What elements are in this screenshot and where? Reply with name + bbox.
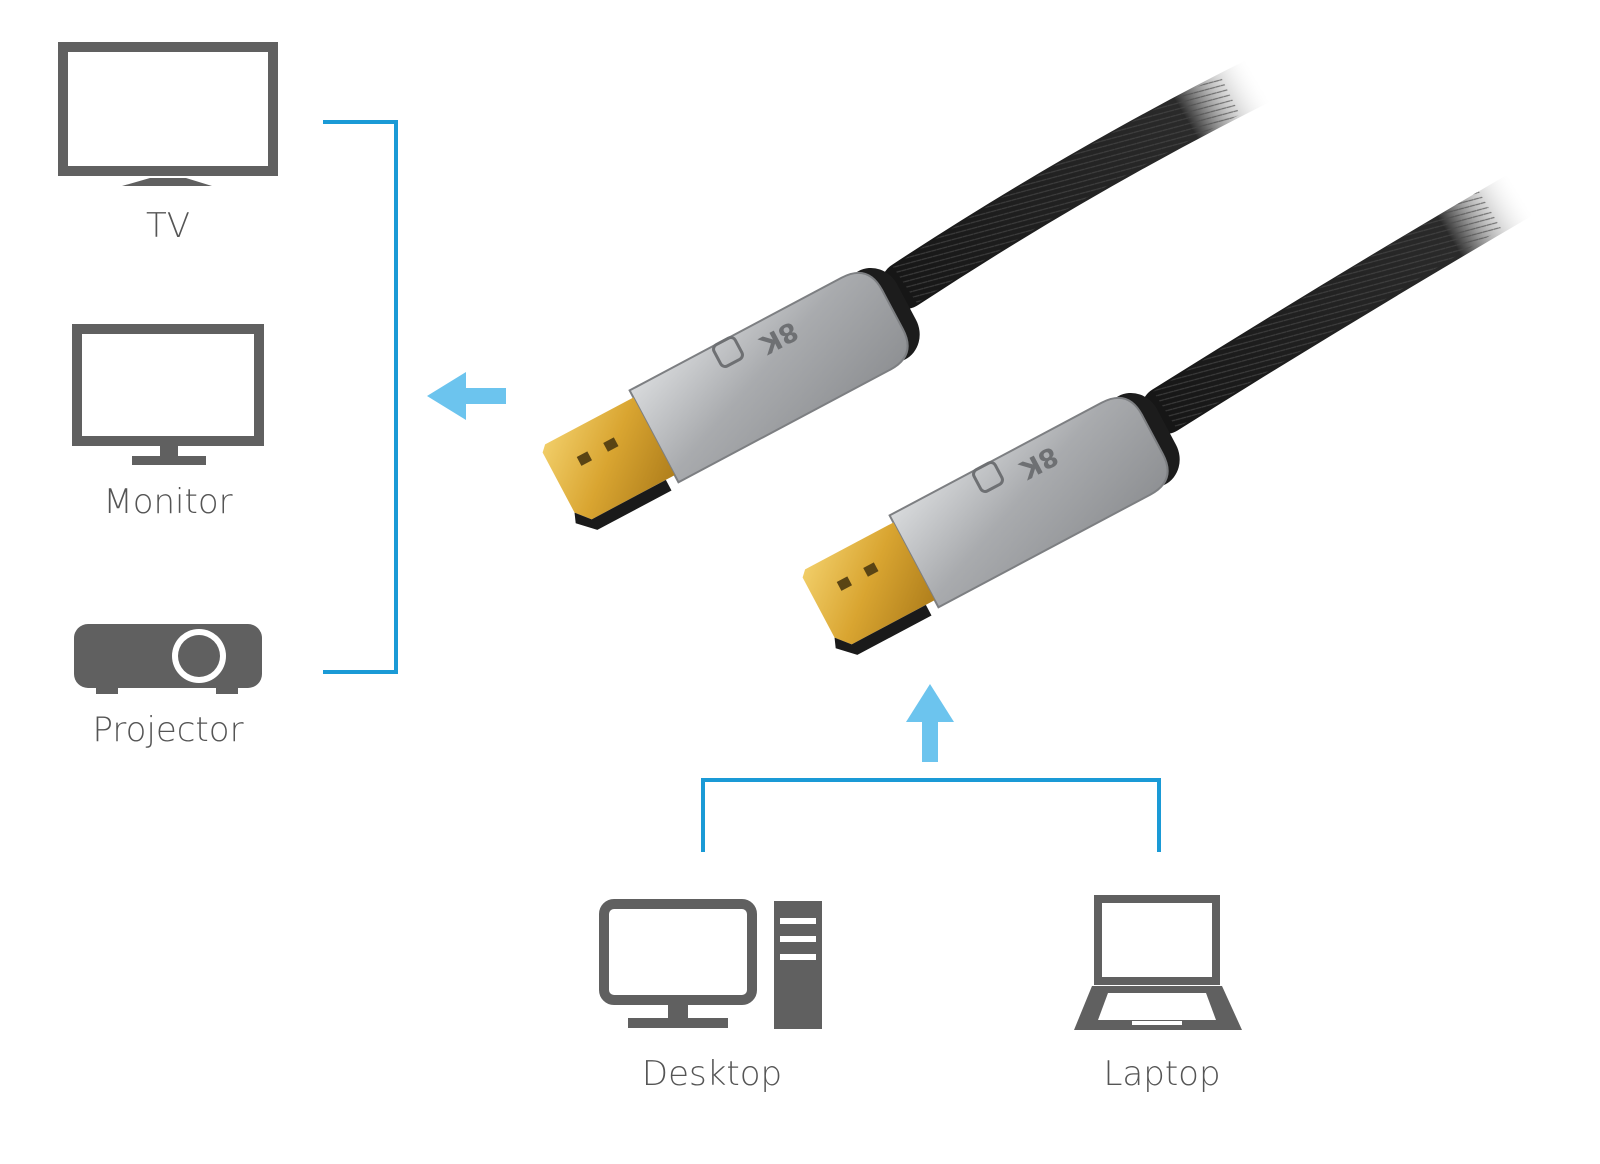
- monitor-icon: [72, 324, 264, 465]
- desktop-label: Desktop: [641, 1054, 783, 1094]
- displayport-cable-1: [542, 56, 1284, 530]
- projector-icon: [74, 624, 262, 694]
- tv-icon: [58, 42, 278, 186]
- input-arrow: [906, 684, 954, 762]
- tv-label: TV: [145, 206, 191, 246]
- input-bracket: [701, 778, 1161, 852]
- laptop-icon: [1074, 895, 1242, 1030]
- projector-label: Projector: [92, 710, 244, 750]
- laptop-label: Laptop: [1103, 1054, 1221, 1094]
- monitor-label: Monitor: [103, 482, 233, 522]
- displayport-logo-icon: [972, 461, 1004, 493]
- displayport-logo-icon: [712, 336, 744, 368]
- desktop-icon: [599, 899, 822, 1029]
- output-bracket: [323, 120, 398, 674]
- displayport-cable-2: [802, 171, 1544, 655]
- output-arrow: [427, 372, 506, 420]
